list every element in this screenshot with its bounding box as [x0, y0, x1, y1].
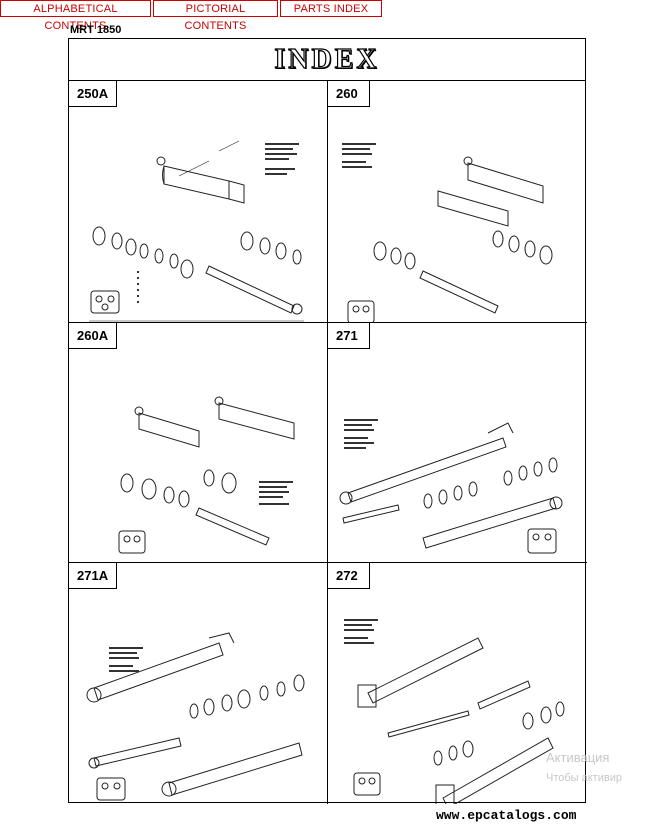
cell-label: 271A: [69, 563, 118, 589]
watermark-line-1: Активация: [546, 750, 610, 765]
cell-label: 272: [328, 563, 370, 589]
diagram-cell-271[interactable]: 271: [328, 323, 587, 563]
exploded-cylinder-diagram: [118, 396, 295, 554]
exploded-cylinder-diagram: [344, 619, 565, 804]
model-name: MRT 1850: [70, 24, 122, 36]
site-url: www.epcatalogs.com: [436, 808, 577, 823]
index-frame: INDEX 250A: [68, 38, 587, 804]
diagram-cell-271a[interactable]: 271A: [69, 563, 328, 804]
index-title: INDEX: [274, 43, 380, 75]
watermark-line-2: Чтобы активир: [546, 772, 622, 784]
exploded-cylinder-diagram: [339, 419, 563, 554]
cell-label: 271: [328, 323, 370, 349]
cell-label: 260A: [69, 323, 118, 349]
cell-label: 250A: [69, 81, 118, 107]
exploded-cylinder-diagram: [342, 143, 553, 322]
alphabetical-contents-button[interactable]: ALPHABETICAL CONTENTS: [0, 0, 151, 32]
diagram-cell-260a[interactable]: 260A: [69, 323, 328, 563]
exploded-cylinder-diagram: [89, 140, 304, 322]
index-title-bar: INDEX: [69, 39, 585, 81]
diagram-cell-272[interactable]: 272: [328, 563, 587, 804]
diagram-cell-250a[interactable]: 250A: [69, 81, 328, 323]
diagram-cell-260[interactable]: 260: [328, 81, 587, 323]
cell-label: 260: [328, 81, 370, 107]
pictorial-contents-button[interactable]: PICTORIAL CONTENTS: [153, 0, 278, 32]
activation-watermark: Активация Чтобы активир: [546, 748, 622, 788]
parts-index-button[interactable]: PARTS INDEX: [280, 0, 382, 17]
exploded-cylinder-diagram: [86, 632, 305, 801]
